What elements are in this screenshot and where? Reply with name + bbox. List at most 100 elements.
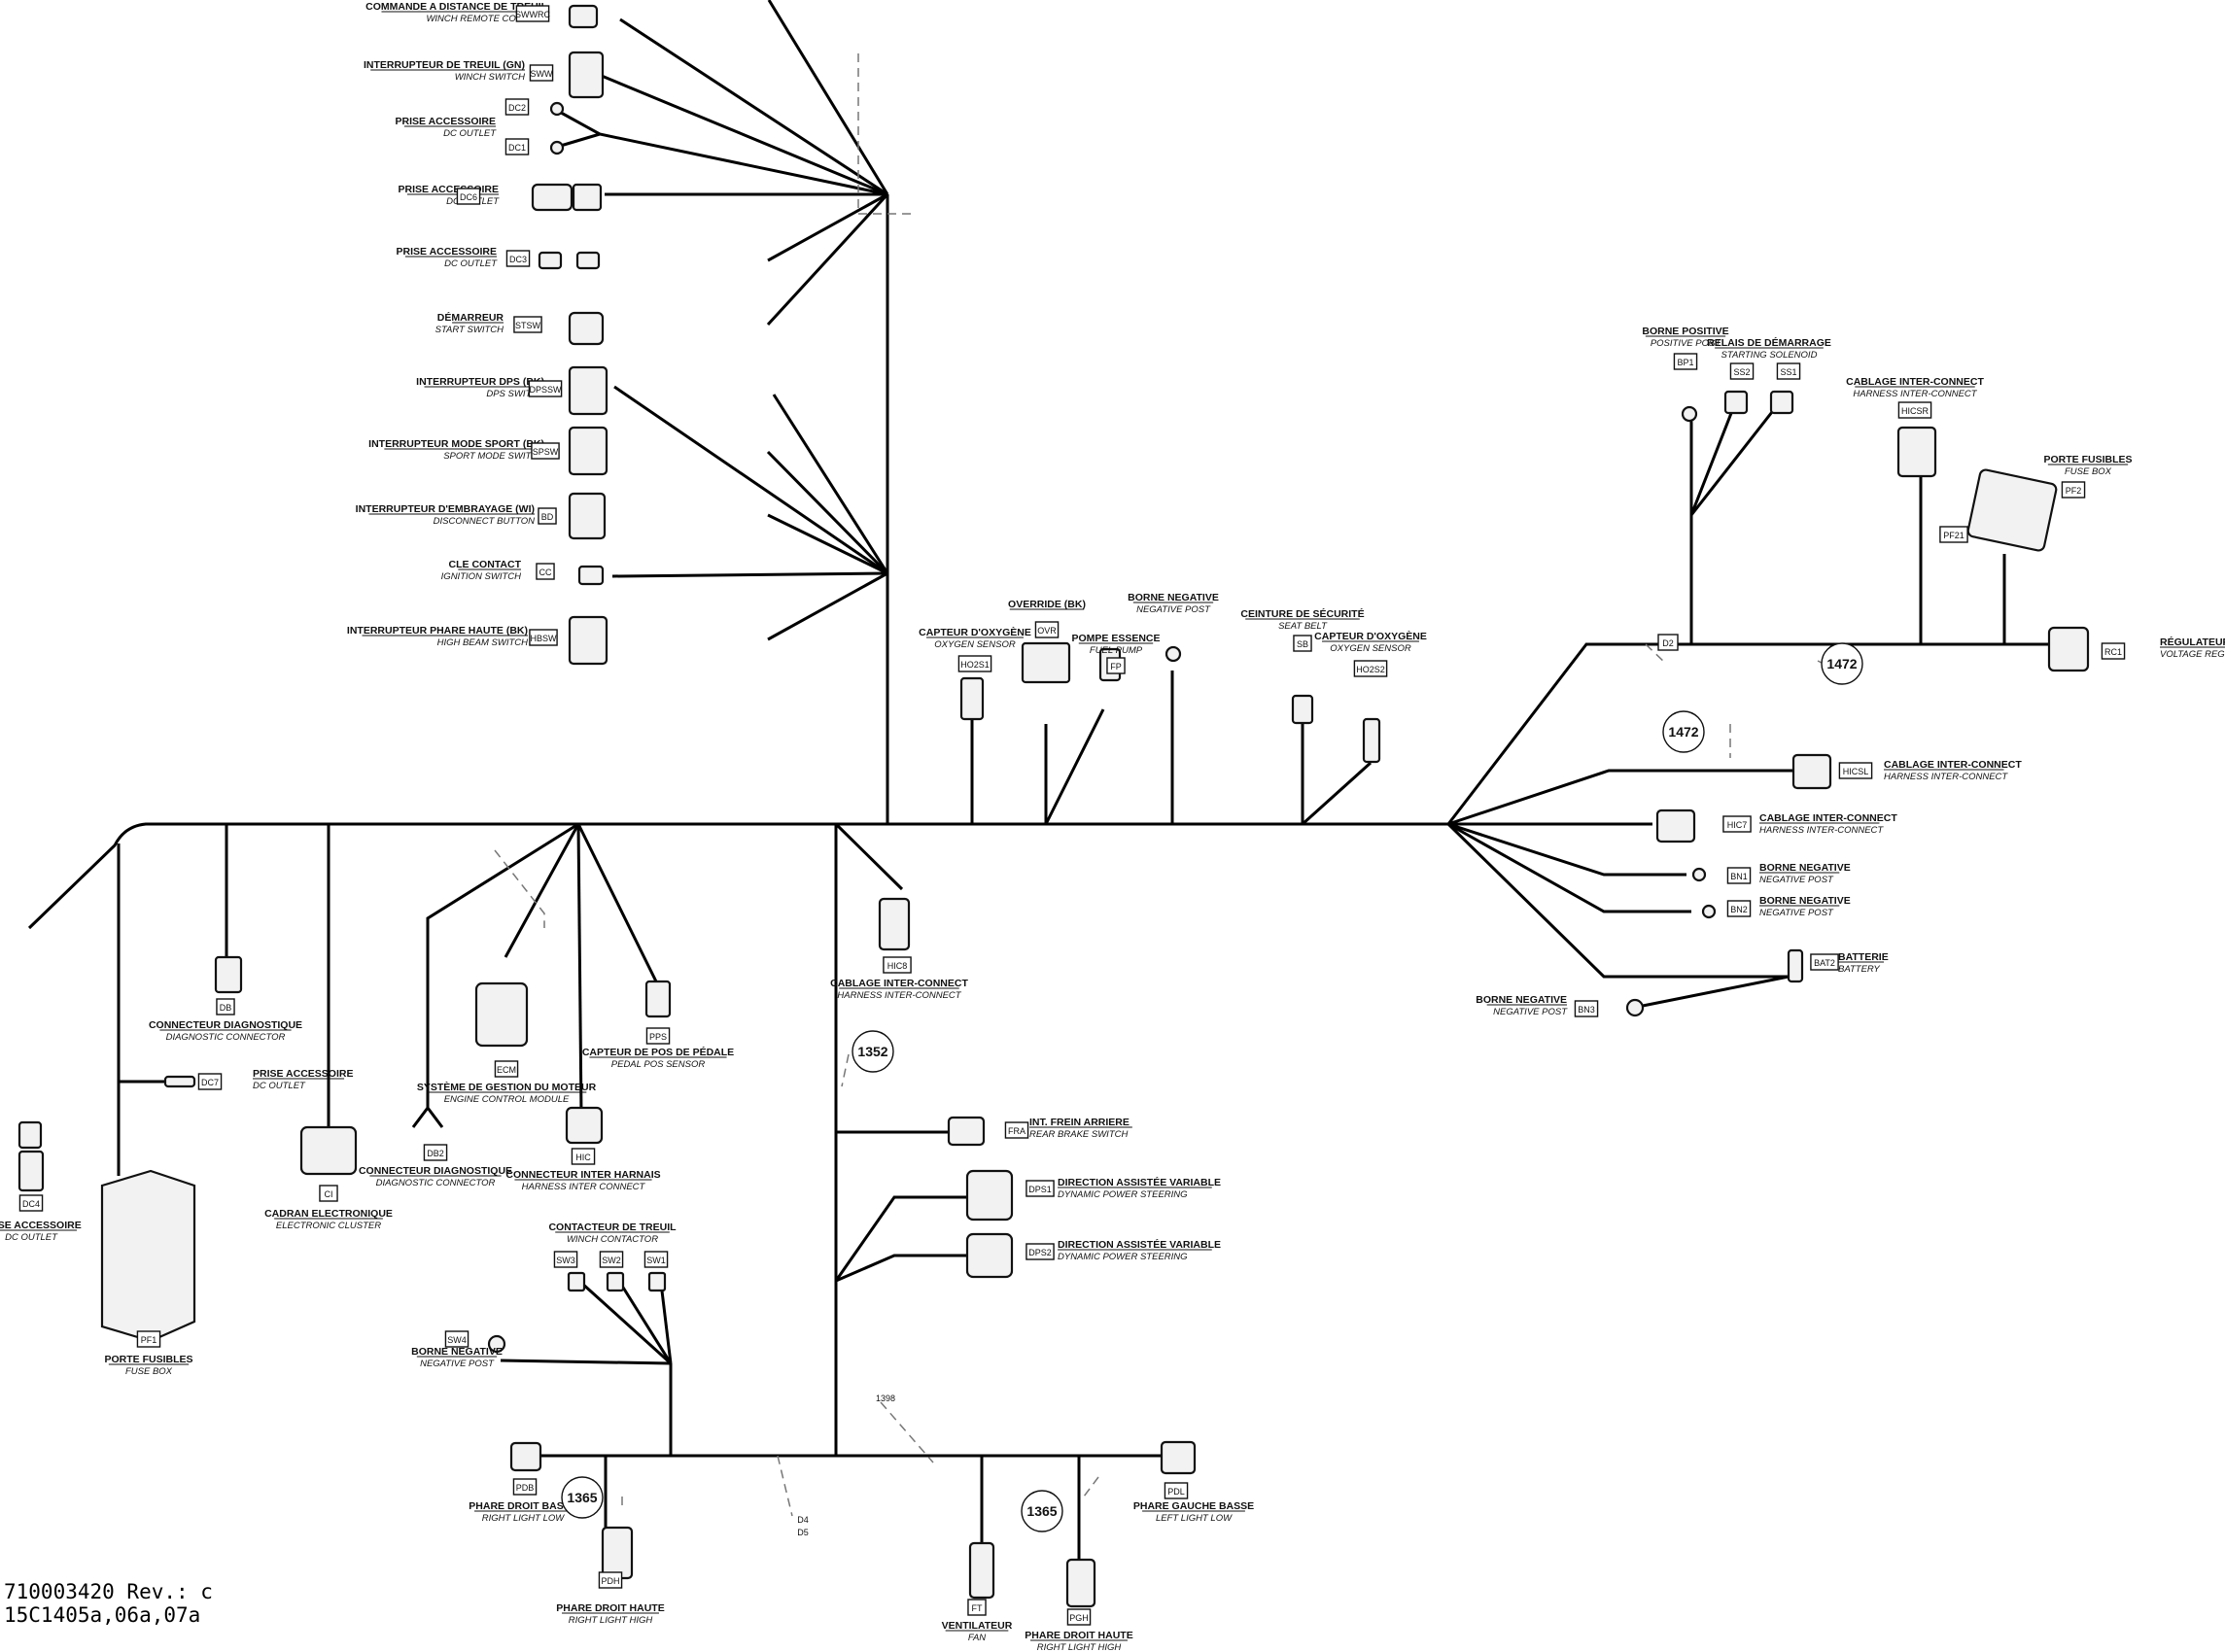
label-en: DIAGNOSTIC CONNECTOR (166, 1032, 286, 1043)
ref-bubble-1398: 1398 (876, 1394, 895, 1403)
wire-tag-text: D4 (797, 1515, 809, 1525)
label-en: HARNESS INTER-CONNECT (1853, 389, 1977, 399)
ref-number: 1398 (876, 1394, 895, 1403)
connector-code: SWWRC (515, 10, 550, 19)
connector-code: PGH (1069, 1613, 1089, 1623)
connector-code: SB (1297, 639, 1308, 649)
label-fr: CABLAGE INTER-CONNECT (1884, 759, 2022, 771)
label-en: NEGATIVE POST (1759, 875, 1834, 885)
label-en: WINCH CONTACTOR (567, 1234, 658, 1245)
label-fr: BATTERIE (1838, 951, 1889, 963)
label-en: HARNESS INTER-CONNECT (1884, 772, 2008, 782)
label-fr: POMPE ESSENCE (1071, 633, 1160, 644)
label-en: LEFT LIGHT LOW (1156, 1513, 1233, 1524)
label-fr: RELAIS DE DÉMARRAGE (1707, 336, 1831, 349)
component-sw3: SW3 (553, 1251, 578, 1268)
label-fr: INTERRUPTEUR PHARE HAUTE (BK) (347, 625, 528, 637)
label-fr: CONNECTEUR DIAGNOSTIQUE (359, 1165, 512, 1177)
label-en: NEGATIVE POST (420, 1359, 495, 1369)
connector-code: SWW (531, 69, 553, 79)
label-en: OXYGEN SENSOR (934, 639, 1016, 650)
label-en: HARNESS INTER-CONNECT (837, 990, 961, 1001)
label-en: DISCONNECT BUTTON (434, 516, 535, 527)
connector-code: PDL (1167, 1487, 1185, 1497)
connector-code: FP (1110, 662, 1122, 671)
connector-code: CC (539, 568, 552, 577)
ref-number: 1365 (1026, 1503, 1057, 1519)
component-spsw: INTERRUPTEUR MODE SPORT (BK)SPORT MODE S… (368, 438, 560, 462)
connector-code: HIC7 (1727, 820, 1748, 830)
connector-code: DB2 (427, 1149, 444, 1158)
label-en: IGNITION SWITCH (441, 571, 521, 582)
label-en: DC OUTLET (253, 1081, 306, 1091)
connector-code: BN1 (1730, 872, 1748, 881)
label-fr: INTERRUPTEUR D'EMBRAYAGE (WI) (356, 503, 535, 515)
label-fr: CONTACTEUR DE TREUIL (548, 1222, 677, 1233)
label-en: RIGHT LIGHT HIGH (569, 1615, 653, 1626)
component-bd: INTERRUPTEUR D'EMBRAYAGE (WI)DISCONNECT … (356, 503, 557, 527)
harness-wires (27, 0, 2051, 1565)
wire-tag-text: D2 (1662, 638, 1674, 648)
ref-number: 1472 (1826, 656, 1857, 671)
label-fr: BORNE NEGATIVE (1759, 862, 1851, 874)
connector-code: DB (220, 1003, 232, 1013)
connector-code: HBSW (531, 634, 558, 643)
label-en: RIGHT LIGHT HIGH (1037, 1642, 1122, 1652)
connector-code: PPS (649, 1032, 667, 1042)
connector-code: BN2 (1730, 905, 1748, 914)
part-number: 710003420 Rev.: c (4, 1580, 213, 1603)
connector-code: HICSR (1901, 406, 1929, 416)
label-en: NEGATIVE POST (1493, 1007, 1568, 1017)
label-en: PEDAL POS SENSOR (611, 1059, 706, 1070)
label-fr: COMMANDE A DISTANCE DE TREUIL (365, 1, 547, 13)
label-en: WINCH REMOTE CONTROL (426, 14, 547, 24)
connector-code: CI (325, 1189, 333, 1199)
ref-bubble-1472: 1472 (1662, 710, 1705, 753)
label-en: REAR BRAKE SWITCH (1029, 1129, 1128, 1140)
label-en: RIGHT LIGHT LOW (482, 1513, 565, 1524)
label-en: DYNAMIC POWER STEERING (1058, 1252, 1188, 1262)
connector-code: DC1 (508, 143, 526, 153)
connector-code: ECM (497, 1065, 516, 1075)
label-en: BATTERY (1838, 964, 1880, 975)
label-en: SEAT BELT (1278, 621, 1328, 632)
label-en: FUSE BOX (125, 1366, 173, 1377)
connector-code: RC1 (2104, 647, 2122, 657)
connector-code: PDB (516, 1483, 535, 1493)
connector-code: BN3 (1578, 1005, 1595, 1015)
component-ss1: SS1 (1776, 362, 1801, 380)
connector-code: SS2 (1733, 367, 1750, 377)
connector-code: SPSW (533, 447, 559, 457)
connector-code: PF1 (141, 1335, 157, 1345)
label-fr: DIRECTION ASSISTÉE VARIABLE (1058, 1238, 1221, 1251)
label-fr: BORNE NEGATIVE (411, 1346, 503, 1358)
wire-tag-d4: D4 (797, 1515, 809, 1525)
connector-code: OVR (1037, 626, 1057, 636)
label-fr: CLE CONTACT (449, 559, 522, 570)
label-fr: SYSTÈME DE GESTION DU MOTEUR (417, 1081, 597, 1093)
ref-number: 1365 (567, 1490, 597, 1505)
component-sw1: SW1 (643, 1251, 669, 1268)
connector-code: SW1 (646, 1256, 666, 1265)
label-en: ENGINE CONTROL MODULE (444, 1094, 570, 1105)
label-fr: PRISE ACCESSOIRE (396, 116, 496, 127)
